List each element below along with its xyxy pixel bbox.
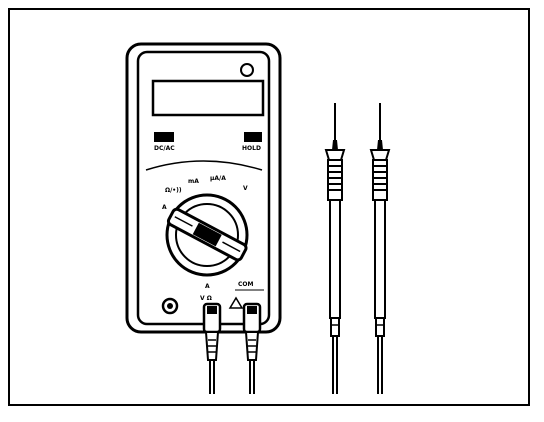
dial-label-a: A [162,204,167,211]
dial-label-v: V [243,185,248,192]
test-probe-right [369,103,391,394]
dial-label-ua: μA/A [210,175,226,182]
rotary-dial[interactable] [165,193,249,277]
dc-ac-label: DC/AC [154,145,175,152]
plugged-lead-left [202,302,222,394]
dial-label-ma: mA [188,178,199,185]
dial-label-ohm: Ω/•)) [165,187,182,194]
jack-label-com: COM [238,281,254,288]
warning-icon [228,296,244,309]
hold-button[interactable] [244,132,262,142]
dial-panel-outline [145,160,263,171]
dc-ac-button[interactable] [154,132,174,142]
hold-label: HOLD [242,145,261,152]
plugged-lead-right [242,302,262,394]
jack-label-vohm: V Ω [200,295,212,302]
indicator-circle [240,63,254,77]
multimeter: DC/AC HOLD Ω/•)) mA μA/A V A A COM V Ω [125,42,282,334]
display-window [151,79,265,117]
jack-label-a: A [205,283,210,290]
test-probe-left [324,103,346,394]
